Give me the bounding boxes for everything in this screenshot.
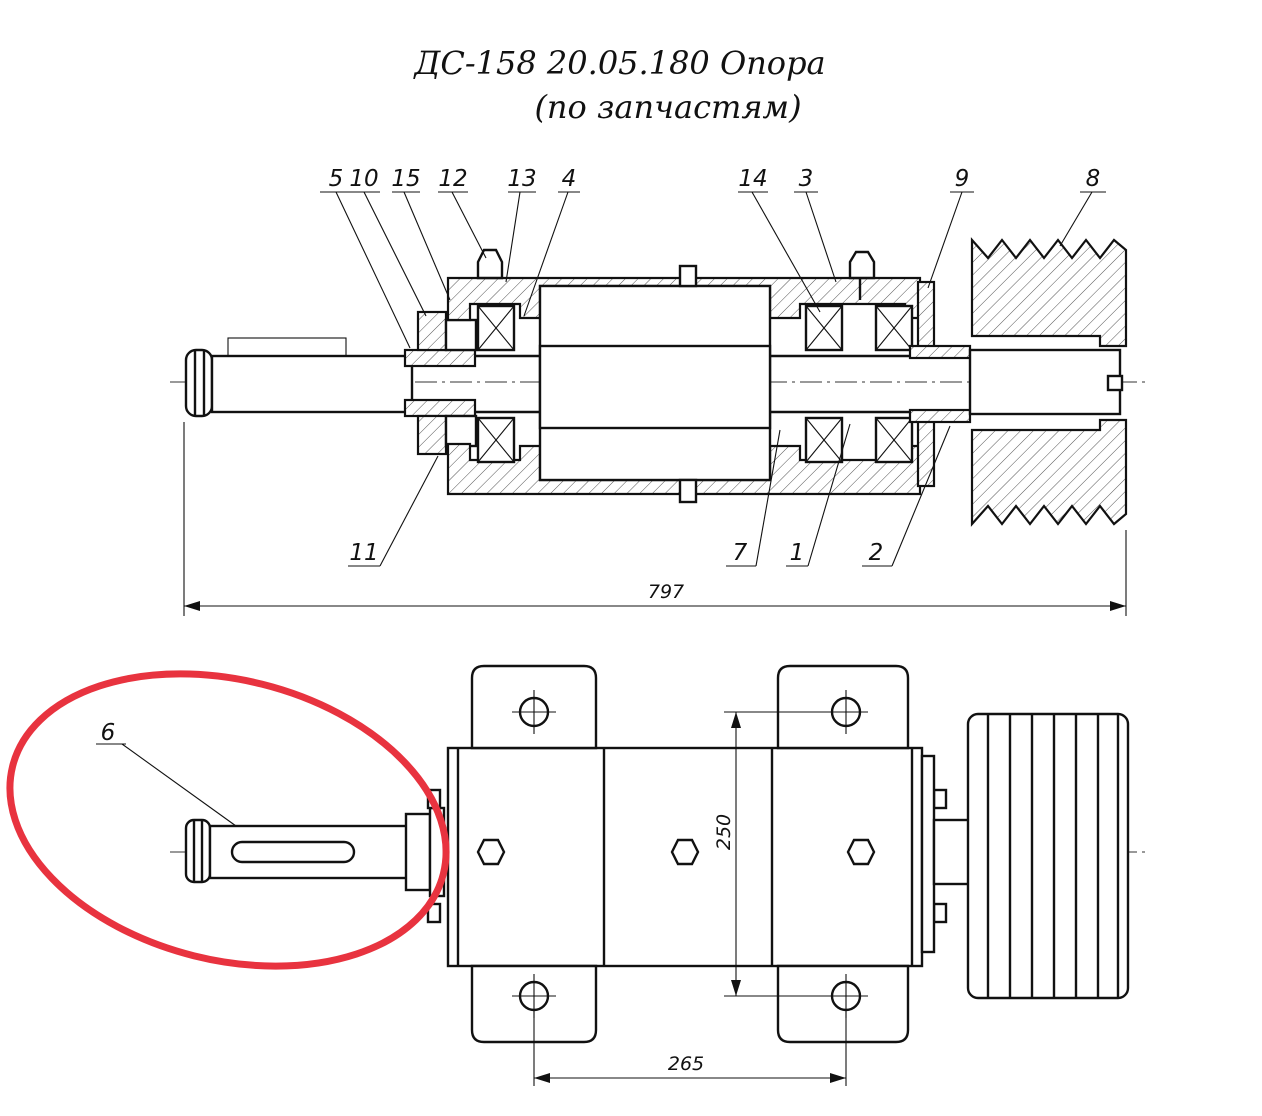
callout-8: 8 bbox=[1086, 166, 1101, 192]
drawing-title: ДС-158 20.05.180 Опора bbox=[412, 44, 825, 82]
callout-6: 6 bbox=[101, 720, 116, 746]
callout-11: 11 bbox=[349, 540, 378, 566]
plan-view: 250 265 6 bbox=[96, 664, 1145, 1086]
callout-9: 9 bbox=[955, 166, 970, 192]
section-view: 797 5 10 15 12 13 4 bbox=[170, 166, 1150, 616]
callout-10: 10 bbox=[349, 166, 378, 192]
drawing-subtitle: (по запчастям) bbox=[534, 88, 801, 126]
callout-7: 7 bbox=[733, 540, 748, 566]
overall-length-dimension: 797 bbox=[648, 581, 684, 603]
callout-3: 3 bbox=[799, 166, 814, 192]
height-dimension: 250 bbox=[713, 814, 735, 850]
callout-13: 13 bbox=[507, 166, 536, 192]
callout-4: 4 bbox=[562, 166, 577, 192]
spacing-dimension: 265 bbox=[668, 1053, 704, 1075]
callout-5: 5 bbox=[329, 166, 344, 192]
callout-15: 15 bbox=[391, 166, 420, 192]
callout-12: 12 bbox=[438, 166, 467, 192]
callout-14: 14 bbox=[738, 166, 767, 192]
highlight-ellipse bbox=[6, 670, 450, 970]
callout-1: 1 bbox=[790, 540, 805, 566]
callout-2: 2 bbox=[869, 540, 884, 566]
